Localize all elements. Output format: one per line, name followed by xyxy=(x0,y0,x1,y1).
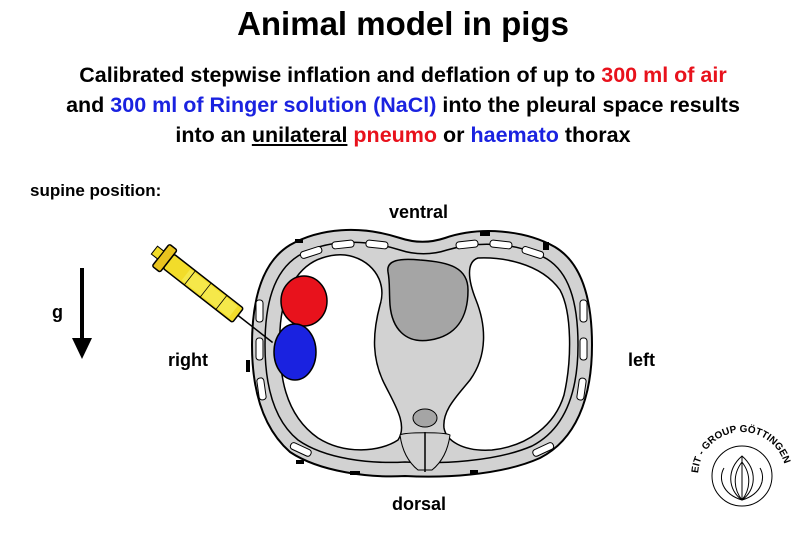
syringe-icon xyxy=(150,244,274,344)
slide-subtitle: Calibrated stepwise inflation and deflat… xyxy=(0,60,806,150)
unilateral-text: unilateral xyxy=(251,123,348,147)
vertebra xyxy=(399,408,451,472)
fluid-pocket xyxy=(273,323,317,381)
subtitle-line-2: and 300 ml of Ringer solution (NaCl) int… xyxy=(66,93,740,117)
heart xyxy=(387,258,469,342)
outline-markers xyxy=(246,232,549,475)
supine-position-label: supine position: xyxy=(30,181,162,200)
slide-title: Animal model in pigs xyxy=(237,5,569,42)
haemato-text: haemato xyxy=(470,123,559,147)
logo-text: EIT - GROUP GÖTTINGEN xyxy=(690,422,792,473)
gravity-arrow-icon xyxy=(72,268,92,359)
subtitle-line-1: Calibrated stepwise inflation and deflat… xyxy=(79,63,727,87)
rib-segments xyxy=(255,239,588,457)
subtitle-line-3: into an unilateral pneumo or haemato tho… xyxy=(175,123,631,147)
fluid-volume-text: 300 ml of Ringer solution (NaCl) xyxy=(110,93,437,117)
left-side-label: left xyxy=(628,350,655,370)
air-pocket xyxy=(280,275,328,327)
gravity-label: g xyxy=(52,302,63,322)
svg-text:EIT - GROUP GÖTTINGEN: EIT - GROUP GÖTTINGEN xyxy=(690,422,792,473)
left-lung xyxy=(443,257,571,451)
pneumo-text: pneumo xyxy=(353,123,438,147)
thorax-cross-section xyxy=(246,229,594,478)
air-volume-text: 300 ml of air xyxy=(601,63,727,87)
dorsal-label: dorsal xyxy=(392,494,447,514)
ventral-label: ventral xyxy=(389,202,449,222)
eit-group-logo: EIT - GROUP GÖTTINGEN xyxy=(690,422,792,507)
right-side-label: right xyxy=(168,350,208,370)
